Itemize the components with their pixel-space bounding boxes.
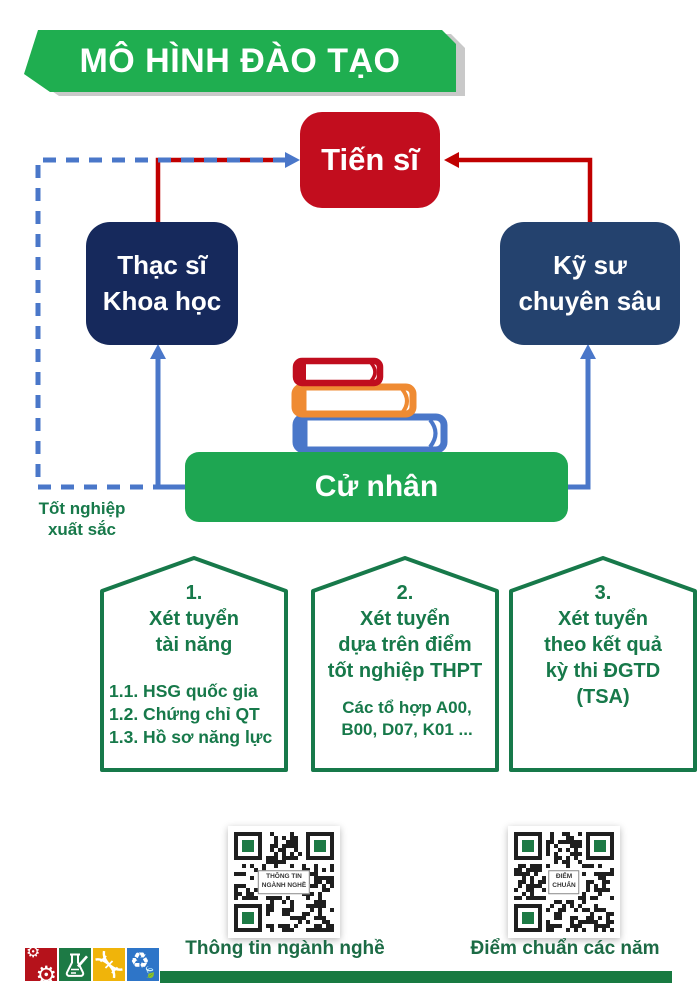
dna-icon	[93, 948, 125, 981]
qr-code-majors: THÔNG TIN NGÀNH NGHỀ	[228, 826, 340, 938]
node-phd: Tiến sĩ	[300, 112, 440, 208]
books-stack-icon	[291, 357, 448, 454]
flask-icon	[59, 948, 91, 981]
admission-path-2-body: Các tổ hợp A00, B00, D07, K01 ...	[341, 698, 473, 740]
arrowhead-left-icon	[444, 152, 459, 168]
qr-code-benchmark: ĐIỂM CHUẨN	[508, 826, 620, 938]
node-engineer-label: Kỹ sư chuyên sâu	[518, 250, 662, 316]
recycle-icon: ♻ 🍃	[127, 948, 159, 981]
admission-path-3: 3. Xét tuyển theo kết quả kỳ thi ĐGTD (T…	[508, 554, 698, 774]
edge-bachelor-to-engineer	[566, 356, 591, 490]
admission-path-1-heading: 1. Xét tuyển tài năng	[148, 582, 240, 656]
edge-bachelor-to-master	[155, 356, 186, 490]
header-banner: MÔ HÌNH ĐÀO TẠO	[24, 28, 470, 98]
banner-ribbon: MÔ HÌNH ĐÀO TẠO	[24, 30, 456, 92]
qr-benchmark-center-label: ĐIỂM CHUẨN	[548, 870, 580, 894]
arrowhead-up-left-icon	[150, 344, 166, 359]
pennant-outline	[509, 556, 697, 772]
book-blue	[292, 413, 448, 454]
edge-master-to-phd	[155, 157, 292, 222]
node-bachelor: Cử nhân	[185, 452, 568, 522]
qr-pattern-icon	[514, 832, 614, 932]
pennant-outline	[311, 556, 499, 772]
admission-path-1-body: 1.1. HSG quốc gia 1.2. Chứng chỉ QT 1.3.…	[109, 681, 273, 748]
recycle-glyph: ♻	[130, 949, 150, 974]
book-orange	[291, 383, 417, 418]
excellent-graduation-note: Tốt nghiệp xuất sắc	[38, 499, 126, 540]
arrowhead-up-right-icon	[580, 344, 596, 359]
edge-engineer-to-phd	[456, 157, 593, 222]
gear-big-glyph: ⚙	[35, 961, 57, 981]
admission-path-2: 2. Xét tuyển dựa trên điểm tốt nghiệp TH…	[310, 554, 500, 774]
admission-path-3-heading: 3. Xét tuyển theo kết quả kỳ thi ĐGTD (T…	[544, 582, 662, 708]
qr-benchmark-caption: Điểm chuẩn các năm	[470, 938, 660, 959]
footer-bar	[160, 971, 672, 983]
node-phd-label: Tiến sĩ	[321, 142, 419, 177]
node-engineer: Kỹ sư chuyên sâu	[500, 222, 680, 345]
gears-icon: ⚙ ⚙	[25, 948, 57, 981]
gear-small-glyph: ⚙	[26, 948, 41, 961]
page-title: MÔ HÌNH ĐÀO TẠO	[79, 41, 401, 80]
pennant-outline	[100, 556, 288, 772]
qr-majors-caption: Thông tin ngành nghề	[185, 938, 385, 959]
admission-path-1: 1. Xét tuyển tài năng 1.1. HSG quốc gia …	[99, 554, 289, 774]
admission-path-2-heading: 2. Xét tuyển dựa trên điểm tốt nghiệp TH…	[327, 582, 483, 682]
qr-majors-center-label: THÔNG TIN NGÀNH NGHỀ	[257, 870, 311, 894]
node-bachelor-label: Cử nhân	[314, 470, 439, 503]
leaf-glyph: 🍃	[142, 965, 159, 981]
node-master-label: Thạc sĩ Khoa học	[102, 250, 222, 316]
arrowhead-right-icon	[285, 152, 300, 168]
book-red	[292, 357, 384, 387]
node-master: Thạc sĩ Khoa học	[86, 222, 238, 345]
